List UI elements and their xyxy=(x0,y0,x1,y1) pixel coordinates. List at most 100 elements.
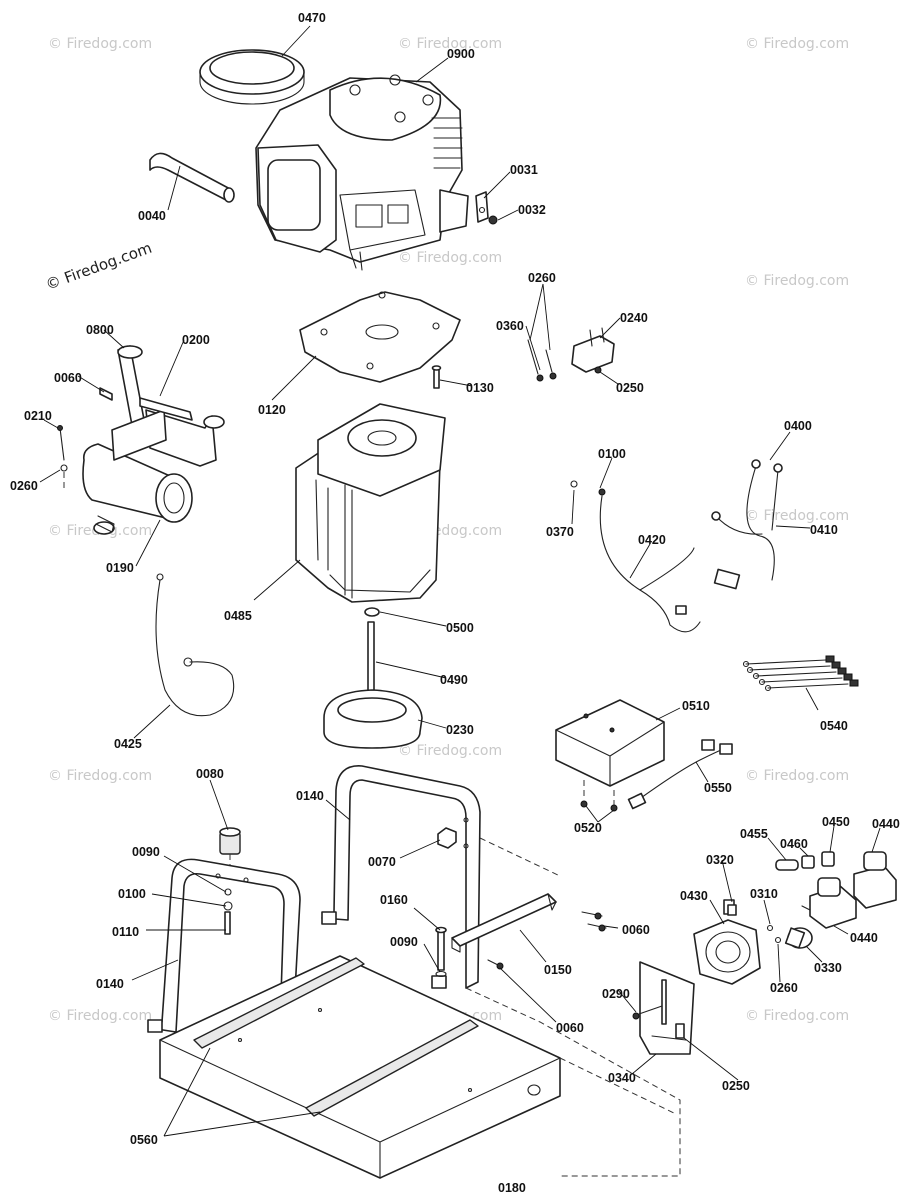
callout-0900: 0900 xyxy=(447,47,475,61)
callout-0310: 0310 xyxy=(750,887,778,901)
switch-bracket-0240 xyxy=(571,327,615,373)
callout-0250: 0250 xyxy=(722,1079,750,1093)
watermark: © Firedog.com xyxy=(745,1008,849,1024)
callout-0240: 0240 xyxy=(620,311,648,325)
screws-0520 xyxy=(580,780,618,812)
callout-0090: 0090 xyxy=(390,935,418,949)
base-pan-0180 xyxy=(159,955,561,1179)
callout-0180: 0180 xyxy=(498,1181,526,1195)
watermark: © Firedog.com xyxy=(398,250,502,266)
control-box-0510 xyxy=(555,699,665,787)
watermark: © Firedog.com xyxy=(398,36,502,52)
callout-0040: 0040 xyxy=(138,209,166,223)
callout-0140: 0140 xyxy=(96,977,124,991)
wire-harness-0420 xyxy=(570,480,701,633)
alternator-0485 xyxy=(295,403,446,603)
adapter-plate-0120 xyxy=(299,291,461,383)
callout-0090: 0090 xyxy=(132,845,160,859)
callout-0500: 0500 xyxy=(446,621,474,635)
callout-0440: 0440 xyxy=(850,931,878,945)
callout-0290: 0290 xyxy=(602,987,630,1001)
watermark: © Firedog.com xyxy=(745,273,849,289)
callout-0520: 0520 xyxy=(574,821,602,835)
bolt-0160-washer-0090 xyxy=(435,926,447,978)
callout-0425: 0425 xyxy=(114,737,142,751)
callout-0080: 0080 xyxy=(196,767,224,781)
fitting-0310-0260 xyxy=(766,924,782,944)
watermark: © Firedog.com xyxy=(745,508,849,524)
watermark: © Firedog.com xyxy=(48,1008,152,1024)
gasket-ring-0470 xyxy=(199,49,305,105)
screw-0250-top xyxy=(594,366,602,374)
callout-0410: 0410 xyxy=(810,523,838,537)
callout-0550: 0550 xyxy=(704,781,732,795)
callout-0100: 0100 xyxy=(598,447,626,461)
callout-0370: 0370 xyxy=(546,525,574,539)
hose-0040 xyxy=(149,152,235,203)
fitting-0450 xyxy=(821,851,835,867)
watermark: © Firedog.com xyxy=(48,36,152,52)
callout-0100: 0100 xyxy=(118,887,146,901)
ring-0230 xyxy=(323,689,423,749)
callout-0260: 0260 xyxy=(10,479,38,493)
callout-0450: 0450 xyxy=(822,815,850,829)
callout-0150: 0150 xyxy=(544,963,572,977)
washer-0260 xyxy=(60,464,68,492)
solenoid-valve-0440-upper xyxy=(853,851,897,909)
wire-set-0540 xyxy=(742,655,859,692)
harness-0550 xyxy=(627,739,733,810)
muffler-0190 xyxy=(82,345,225,535)
solenoid-valve-0440-lower xyxy=(801,877,857,929)
leader-lines xyxy=(39,25,881,1137)
callout-0070: 0070 xyxy=(368,855,396,869)
connector-0460 xyxy=(801,855,815,869)
callout-0260: 0260 xyxy=(770,981,798,995)
callout-0110: 0110 xyxy=(112,925,139,939)
callout-0060: 0060 xyxy=(556,1021,584,1035)
callout-0540: 0540 xyxy=(820,719,848,733)
callout-0470: 0470 xyxy=(298,11,326,25)
callout-0560: 0560 xyxy=(130,1133,158,1147)
ground-wire-0425 xyxy=(155,573,235,717)
nut-0070 xyxy=(437,827,457,849)
callout-0060: 0060 xyxy=(54,371,82,385)
watermark: © Firedog.com xyxy=(398,743,502,759)
callout-0031: 0031 xyxy=(510,163,538,177)
callout-0160: 0160 xyxy=(380,893,408,907)
callout-labels: 0470 0900 0040 0031 0032 0260 0240 0360 … xyxy=(10,11,900,1195)
washer-0500 xyxy=(364,607,380,617)
callout-0485: 0485 xyxy=(224,609,252,623)
fitting-0320 xyxy=(727,904,737,916)
callout-0250: 0250 xyxy=(616,381,644,395)
screws-0260-0360 xyxy=(527,339,557,382)
callout-0800: 0800 xyxy=(86,323,114,337)
callout-0190: 0190 xyxy=(106,561,134,575)
bracket-0031 xyxy=(475,191,489,223)
callout-0032: 0032 xyxy=(518,203,546,217)
callout-0130: 0130 xyxy=(466,381,494,395)
callout-0460: 0460 xyxy=(780,837,808,851)
watermark: © Firedog.com xyxy=(745,768,849,784)
callout-0430: 0430 xyxy=(680,889,708,903)
callout-0320: 0320 xyxy=(706,853,734,867)
watermark: © Firedog.com xyxy=(745,36,849,52)
watermark: © Firedog.com xyxy=(48,768,152,784)
callout-0330: 0330 xyxy=(814,961,842,975)
watermark-dark: © Firedog.com xyxy=(43,239,154,294)
callout-0455: 0455 xyxy=(740,827,768,841)
callout-0340: 0340 xyxy=(608,1071,636,1085)
callout-0440: 0440 xyxy=(872,817,900,831)
callout-0420: 0420 xyxy=(638,533,666,547)
fasteners-0090-0100-0110 xyxy=(223,888,233,935)
callout-0400: 0400 xyxy=(784,419,812,433)
callout-0510: 0510 xyxy=(682,699,710,713)
callout-0210: 0210 xyxy=(24,409,52,423)
cross-bar-0150 xyxy=(451,893,557,953)
engine-0900 xyxy=(255,74,469,271)
callout-0140: 0140 xyxy=(296,789,324,803)
bracket-0340 xyxy=(639,961,695,1055)
bolt-0130 xyxy=(431,365,442,389)
bolt-0210 xyxy=(57,425,65,461)
